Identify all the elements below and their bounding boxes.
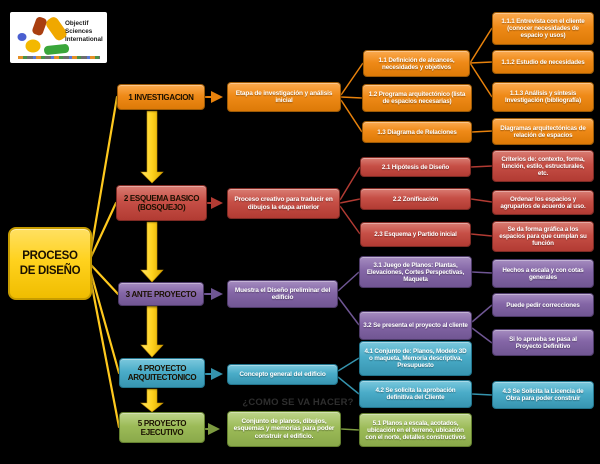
node-stage-5-proyecto-ejecutivo: 5 PROYECTO EJECUTIVO: [119, 412, 205, 443]
node-substep-3-2: 3.2 Se presenta el proyecto al cliente: [359, 311, 472, 340]
node-substep-2-2: 2.2 Zonificación: [360, 188, 471, 210]
node-stage-2-esquema-basico: 2 ESQUEMA BASICO (BOSQUEJO): [116, 185, 207, 221]
node-proceso-de-diseno: PROCESO DE DISEÑO: [8, 227, 92, 300]
node-desc-investigacion: Etapa de investigación y análisis inicia…: [227, 82, 341, 112]
logo-text-line: International: [65, 35, 103, 43]
node-substep-1-2: 1.2 Programa arquitectónico (lista de es…: [362, 84, 472, 112]
node-substep-3-1: 3.1 Juego de Planos: Plantas, Elevacione…: [359, 256, 472, 288]
node-detail-ordenar: Ordenar los espacios y agruparlos de acu…: [492, 190, 594, 215]
node-detail-1-1-1: 1.1.1 Entrevista con el cliente (conocer…: [492, 12, 594, 45]
logo-text-line: Sciences: [65, 27, 93, 35]
node-substep-4-2: 4.2 Se solicita la aprobación definitiva…: [359, 380, 472, 408]
down-arrow-icon: [140, 110, 164, 413]
node-desc-esquema-basico: Proceso creativo para traducir en dibujo…: [227, 188, 340, 219]
node-stage-3-ante-proyecto: 3 ANTE PROYECTO: [118, 282, 204, 306]
logo: Objectif Sciences International: [10, 12, 107, 63]
node-substep-2-3: 2.3 Esquema y Partido inicial: [360, 222, 471, 247]
node-substep-1-3: 1.3 Diagrama de Relaciones: [362, 121, 472, 143]
node-desc-ante-proyecto: Muestra el Diseño preliminar del edifici…: [227, 280, 338, 308]
node-detail-1-1-2: 1.1.2 Estudio de necesidades: [492, 50, 594, 74]
node-substep-5-1: 5.1 Planos a escala, acotados, ubicación…: [359, 413, 472, 447]
node-substep-4-1: 4.1 Conjunto de: Planos, Modelo 3D o maq…: [359, 341, 472, 376]
root-label-line2: DE DISEÑO: [19, 264, 81, 277]
node-detail-forma-grafica: Se da forma gráfica a los espacios para …: [492, 221, 594, 252]
node-detail-diagramas: Diagramas arquitectónicas de relación de…: [492, 118, 594, 145]
logo-mark-icon: [17, 16, 70, 55]
node-desc-proyecto-arquitectonico: Concepto general del edificio: [227, 364, 338, 385]
node-detail-correcciones: Puede pedir correcciones: [492, 293, 594, 317]
hidden-heading-como-se-va-hacer: ¿COMO SE VA HACER?: [242, 397, 354, 408]
logo-text-line: Objectif: [65, 20, 89, 27]
root-label-line1: PROCESO: [22, 249, 78, 262]
logo-tagline: [18, 56, 100, 59]
logo-text: Objectif Sciences International: [65, 20, 103, 43]
node-detail-criterios: Criterios de: contexto, forma, función, …: [492, 150, 594, 182]
node-detail-1-1-3: 1.1.3 Análisis y síntesis Investigación …: [492, 82, 594, 112]
node-stage-4-proyecto-arquitectonico: 4 PROYECTO ARQUITECTONICO: [119, 358, 205, 388]
node-substep-1-1: 1.1 Definición de alcances, necesidades …: [363, 50, 470, 77]
node-substep-4-3: 4.3 Se Solicita la Licencia de Obra para…: [492, 381, 594, 409]
node-desc-proyecto-ejecutivo: Conjunto de planos, dibujos, esquemas y …: [227, 411, 341, 447]
node-stage-1-investigacion: 1 INVESTIGACION: [117, 84, 205, 110]
node-detail-proyecto-definitivo: Si lo aprueba se pasa al Proyecto Defini…: [492, 329, 594, 356]
node-detail-hechos-a-escala: Hechos a escala y con cotas generales: [492, 259, 594, 288]
node-substep-2-1: 2.1 Hipótesis de Diseño: [360, 157, 471, 177]
